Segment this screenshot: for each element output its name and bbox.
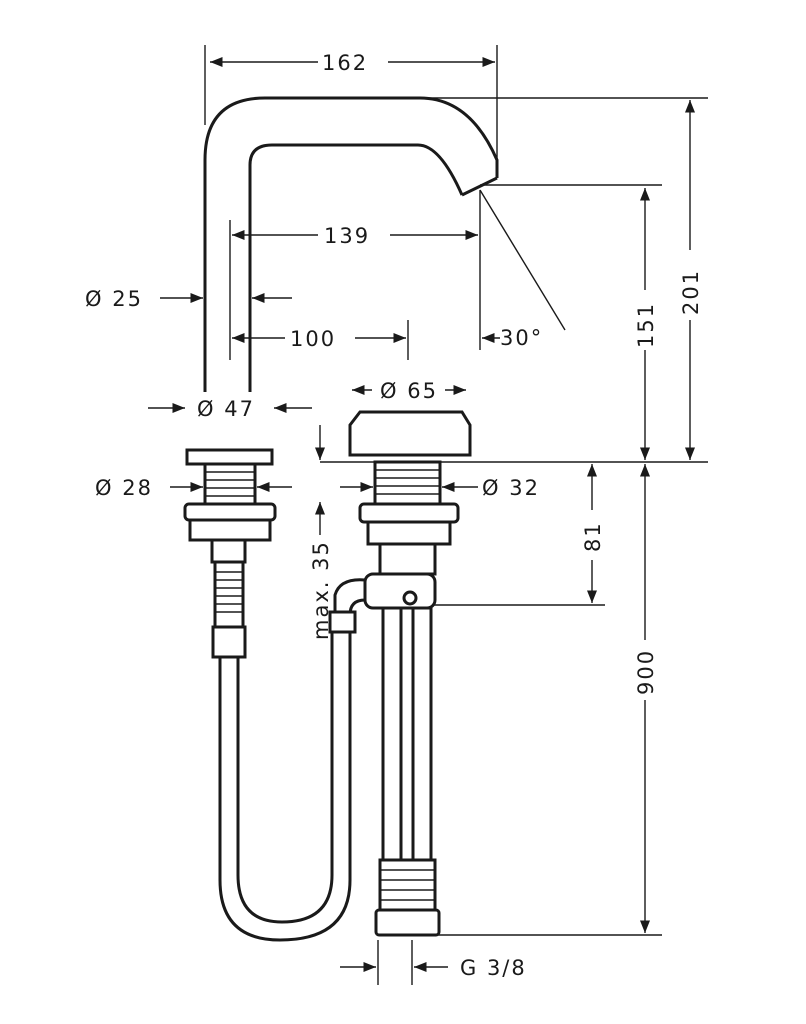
label-spout-outlet-height: 151: [634, 302, 658, 348]
extension-lines: [204, 45, 708, 985]
label-hose-length: 900: [634, 649, 658, 695]
label-right-thread-diameter: Ø 32: [482, 476, 540, 500]
label-left-flange-diameter: Ø 47: [197, 397, 255, 421]
right-valve: [328, 410, 472, 937]
label-left-thread-diameter: Ø 28: [95, 476, 153, 500]
label-spout-diameter: Ø 25: [85, 287, 143, 311]
dimension-lines: [148, 56, 696, 973]
label-total-height: 201: [679, 269, 703, 315]
label-spout-inner: 139: [324, 224, 370, 248]
label-connection-thread: G 3/8: [460, 956, 527, 980]
label-thread-length: 81: [581, 521, 605, 552]
dimension-labels: 162 139 Ø 25 100 30° Ø 65 Ø 47 Ø 28 Ø 32…: [85, 51, 703, 980]
hose-inner: [236, 630, 334, 924]
label-max-deck-thickness: max. 35: [309, 540, 333, 640]
label-valve-spacing: 100: [290, 327, 336, 351]
label-spray-angle: 30°: [500, 326, 543, 350]
label-cap-diameter: Ø 65: [380, 379, 438, 403]
label-spout-reach: 162: [322, 51, 368, 75]
left-valve: [183, 448, 277, 659]
hose-outer: [218, 630, 352, 942]
spout: [203, 96, 499, 392]
